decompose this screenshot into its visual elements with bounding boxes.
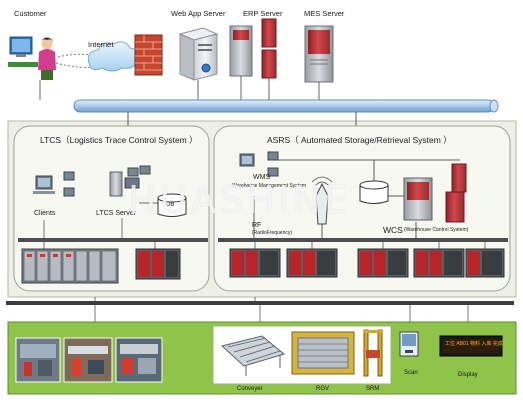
customer-icon xyxy=(8,36,56,80)
ltcs-title: LTCS（Logistics Trace Control System ） xyxy=(40,135,198,145)
scan-label: Scan xyxy=(404,370,418,376)
customer-label: Customer xyxy=(14,9,47,18)
rf-label: RF xyxy=(252,222,262,229)
wms-label: WMS xyxy=(253,174,271,181)
asrs-title: ASRS（ Automated Storage/Retrieval System… xyxy=(267,135,452,145)
srm-icon xyxy=(363,329,383,377)
ltcs-plc-rack xyxy=(21,248,119,284)
wcs-server-icon xyxy=(403,163,467,223)
field-bus xyxy=(6,301,514,305)
ltcs-local-bus xyxy=(18,238,208,242)
ltcs-server-icon xyxy=(109,165,151,197)
erp-server-icon xyxy=(229,18,277,79)
database-icon xyxy=(157,193,187,217)
rgv-icon xyxy=(291,331,355,375)
web-app-server-label: Web App Server xyxy=(171,9,226,18)
conveyer-icon xyxy=(220,335,286,376)
mes-server-icon xyxy=(304,25,334,83)
db-label: DB xyxy=(166,202,175,208)
factory-photos xyxy=(15,337,163,383)
rf-sub-label: (RadioFrequency) xyxy=(252,230,293,236)
wms-sub-label: Warehouse Management System xyxy=(232,183,307,189)
mes-server-label: MES Server xyxy=(304,9,345,18)
watermark: HUASHINE xyxy=(128,178,351,222)
asrs-database-icon xyxy=(359,180,389,204)
asrs-plc-units xyxy=(229,248,505,278)
ltcs-plc-red xyxy=(135,248,181,280)
conveyer-label: Conveyer xyxy=(237,386,263,392)
rgv-label: RGV xyxy=(316,386,330,392)
rf-antenna-icon xyxy=(311,176,333,225)
erp-server-label: ERP Server xyxy=(243,9,283,18)
client-pc-icon xyxy=(33,171,75,197)
clients-label: Clients xyxy=(34,210,56,217)
web-app-server-icon xyxy=(178,27,219,81)
display-label: Display xyxy=(458,372,478,378)
wcs-label: WCS xyxy=(383,225,403,235)
wcs-sub-label: (Warehouse Control System) xyxy=(404,227,469,233)
wms-pc-icon xyxy=(239,151,279,177)
ltcs-server-label: LTCS Server xyxy=(96,210,136,217)
scanner-icon xyxy=(399,331,419,357)
led-display-icon xyxy=(439,335,503,357)
internet-label: Internet xyxy=(88,40,114,49)
asrs-local-bus xyxy=(218,238,508,242)
srm-label: SRM xyxy=(366,386,380,392)
firewall-icon xyxy=(134,34,163,76)
led-display-text: 工位 AB01 物料 入库 完成 xyxy=(445,341,503,347)
top-network-bus xyxy=(73,99,499,113)
